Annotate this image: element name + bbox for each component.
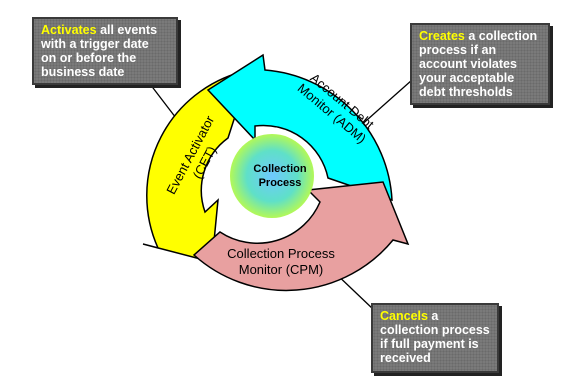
cpm-label-line1: Collection Process (227, 246, 335, 261)
cpm-label-line2: Monitor (CPM) (239, 262, 324, 277)
cpm-arrow (192, 181, 410, 292)
callout-cancels-keyword: Cancels (380, 309, 428, 323)
collection-process-center (230, 134, 314, 218)
callout-creates: Creates a collection process if an accou… (410, 23, 550, 105)
callout-cancels-text-4: received (380, 351, 431, 365)
callout-activates-text-2: with a trigger date (41, 37, 149, 51)
center-label-line2: Process (259, 177, 302, 189)
callout-creates-text-4: your acceptable (419, 71, 515, 85)
callout-cancels-text-1: a (427, 309, 439, 323)
callout-activates-keyword: Activates (41, 23, 97, 37)
callout-activates: Activates all events with a trigger date… (32, 17, 178, 85)
callout-creates-text-2: process if an (419, 43, 497, 57)
cet-arrow (142, 69, 252, 263)
callout-creates-keyword: Creates (419, 29, 465, 43)
callout-cancels-text-2: collection process (380, 323, 490, 337)
callout-creates-text-1: a collection (464, 29, 538, 43)
creates-pointer (357, 79, 413, 129)
callout-activates-text-4: business date (41, 65, 125, 79)
callout-creates-text-3: account violates (419, 57, 517, 71)
callout-activates-text-1: all events (96, 23, 158, 37)
callout-cancels-text-3: if full payment is (380, 337, 479, 351)
callout-creates-text-5: debt thresholds (419, 85, 513, 99)
adm-arrow (206, 53, 393, 202)
callout-activates-text-3: on or before the (41, 51, 137, 65)
callout-cancels: Cancels a collection process if full pay… (371, 303, 499, 373)
center-label-line1: Collection (253, 163, 306, 175)
